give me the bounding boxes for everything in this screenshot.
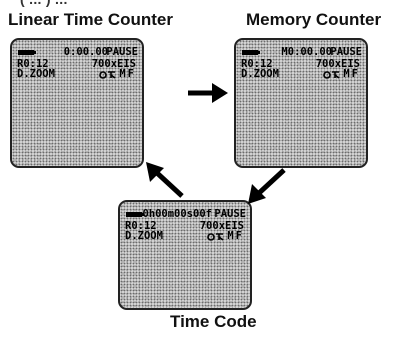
remaining-readout: R0:12 — [241, 58, 273, 70]
zoom-readout: 700xEIS — [91, 58, 136, 70]
lcd-screen-timecode: 0h00m00s00f PAUSE R0:12 700xEIS D.ZOOM M… — [118, 200, 252, 310]
focus-icon — [99, 70, 116, 79]
focus-icon — [207, 232, 224, 241]
focus-label: MF — [119, 68, 136, 80]
battery-icon — [18, 50, 36, 55]
heading-linear-time-counter: Linear Time Counter — [8, 10, 173, 29]
zoom-readout: 700xEIS — [199, 220, 244, 232]
battery-icon — [242, 50, 260, 55]
focus-icon — [323, 70, 340, 79]
heading-memory-counter: Memory Counter — [246, 10, 382, 29]
lcd-screen-memory: M0:00.00 PAUSE R0:12 700xEIS D.ZOOM MF — [234, 38, 368, 168]
arrow-right-icon — [188, 83, 228, 103]
lcd-screen-linear: 0:00.00 PAUSE R0:12 700xEIS D.ZOOM MF — [10, 38, 144, 168]
status-readout: PAUSE — [106, 46, 138, 58]
counter-readout: 0:00.00 — [63, 46, 108, 58]
focus-label: MF — [227, 230, 244, 242]
status-readout: PAUSE — [330, 46, 362, 58]
status-readout: PAUSE — [214, 208, 246, 220]
remaining-readout: R0:12 — [125, 220, 157, 232]
arrow-down-left-icon — [248, 168, 286, 204]
dzoom-readout: D.ZOOM — [241, 68, 279, 80]
dzoom-readout: D.ZOOM — [125, 230, 163, 242]
focus-indicator: MF — [207, 231, 244, 242]
counter-readout: 0h00m00s00f — [142, 208, 212, 220]
focus-indicator: MF — [99, 69, 136, 80]
dzoom-readout: D.ZOOM — [17, 68, 55, 80]
remaining-readout: R0:12 — [17, 58, 49, 70]
zoom-readout: 700xEIS — [315, 58, 360, 70]
focus-label: MF — [343, 68, 360, 80]
top-cutoff-text: ( ... ) ... — [0, 0, 420, 8]
top-cutoff-fragment: ( ... ) ... — [20, 0, 68, 7]
heading-time-code: Time Code — [170, 312, 257, 331]
counter-readout: M0:00.00 — [281, 46, 332, 58]
focus-indicator: MF — [323, 69, 360, 80]
battery-icon — [126, 212, 144, 217]
arrow-up-left-icon — [146, 162, 184, 198]
